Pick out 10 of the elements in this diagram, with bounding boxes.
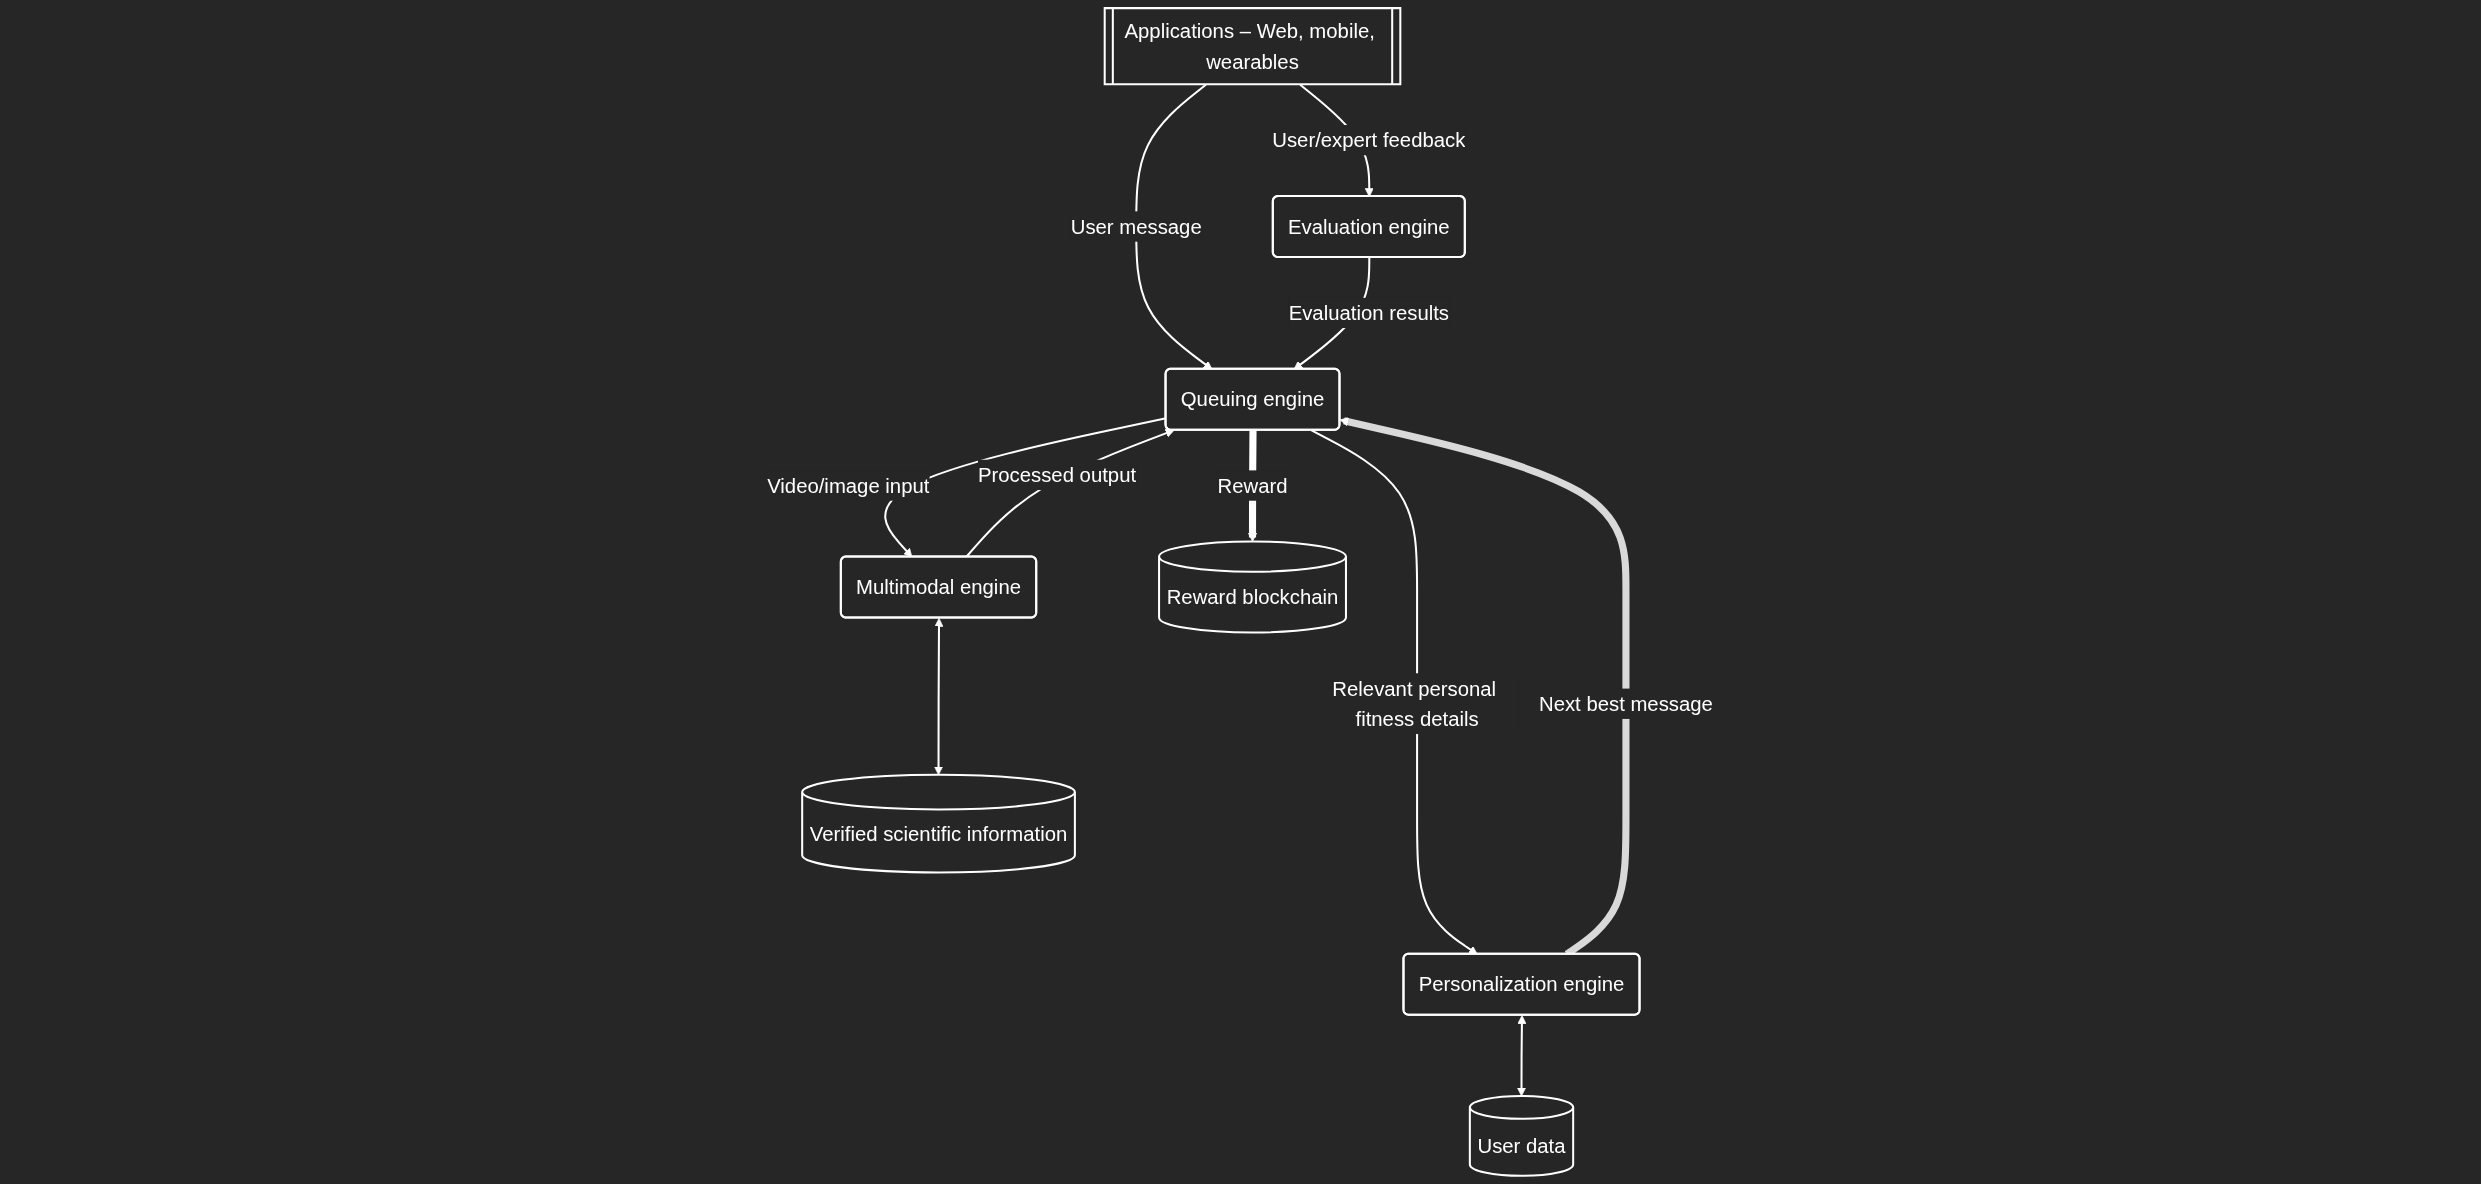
edge-label: User message [1071,215,1203,238]
edge-label: Evaluation results [1289,301,1450,325]
edge-label: User/expert feedback [1272,129,1466,152]
edge-label: Reward [1217,474,1289,497]
edge-label: Next best message [1539,692,1714,715]
edge-label: Processed output [978,463,1137,487]
arrow [1517,1015,1527,1097]
edge-label: Relevant personal fitness details [1332,677,1497,731]
arrow [934,618,944,776]
edge-label: Video/image input [767,474,930,497]
